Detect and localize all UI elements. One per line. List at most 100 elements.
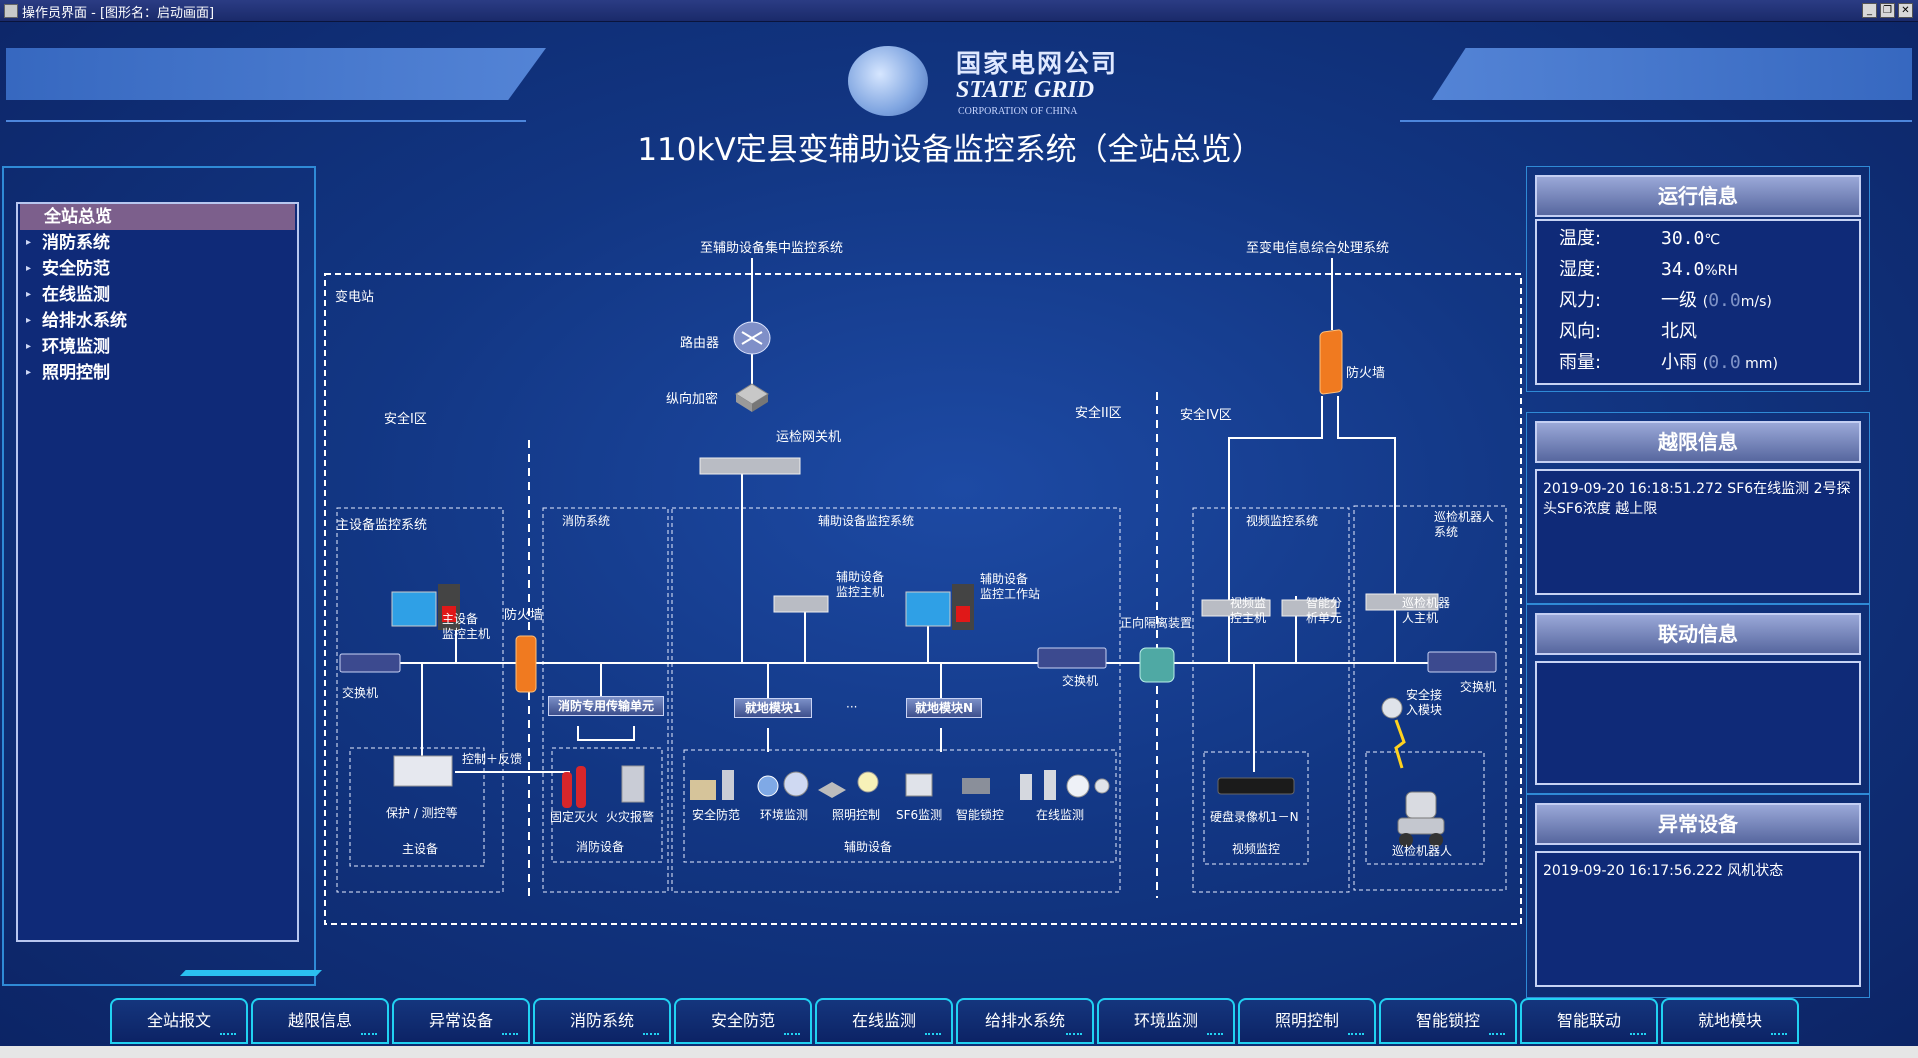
label-video-host: 视频监 控主机 — [1230, 596, 1267, 625]
wind-direction-row: 风向: 北风 — [1559, 320, 1697, 344]
nvr-device-icon — [1217, 777, 1295, 795]
tab-security[interactable]: 安全防范 — [674, 998, 812, 1044]
safe-access-icon — [1381, 697, 1403, 719]
nav-item-fire[interactable]: ▸ 消防系统 — [18, 230, 297, 256]
label-switch-mid: 交换机 — [1062, 674, 1099, 688]
tab-local-module[interactable]: 就地模块 — [1661, 998, 1799, 1044]
tab-water[interactable]: 给排水系统 — [956, 998, 1094, 1044]
nav-item-online[interactable]: ▸在线监测 — [18, 282, 297, 308]
abnormal-message: 2019-09-20 16:17:56.222 风机状态 — [1543, 863, 1784, 879]
local-module-n: 就地模块N — [906, 698, 982, 718]
aux-host-server-icon — [773, 595, 829, 613]
label-main-host: 主设备 监控主机 — [442, 612, 491, 641]
fire-split-line — [577, 726, 635, 741]
dir-label: 风向: — [1559, 321, 1602, 342]
label-smart-lock: 智能锁控 — [956, 808, 1005, 822]
link-info-body[interactable] — [1535, 661, 1861, 785]
label-to-central: 至辅助设备集中监控系统 — [700, 241, 844, 256]
wireless-link-icon — [1394, 719, 1406, 769]
label-firewall-left: 防火墙 — [504, 608, 544, 623]
tab-abnormal[interactable]: 异常设备 — [392, 998, 530, 1044]
label-zone4: 安全IV区 — [1180, 408, 1232, 423]
isolation-device-icon — [1139, 647, 1175, 683]
limit-info-body[interactable]: 2019-09-20 16:18:51.272 SF6在线监测 2号探头SF6浓… — [1535, 469, 1861, 595]
robot-icon — [1397, 791, 1445, 847]
switch-left-icon — [339, 653, 401, 673]
fire-transmission-unit: 消防专用传输单元 — [548, 696, 664, 716]
nav-item-label: 给排水系统 — [42, 311, 127, 331]
rain-value: 小雨 — [1661, 352, 1697, 373]
env-meter-icon — [757, 775, 779, 797]
nav-item-label: 环境监测 — [42, 337, 110, 357]
label-fire-alarm: 火灾报警 — [606, 810, 655, 824]
label-aux-equip: 辅助设备 — [844, 840, 893, 854]
limit-info-message: 2019-09-20 16:18:51.272 SF6在线监测 2号探头SF6浓… — [1543, 481, 1851, 517]
label-gateway: 运检网关机 — [776, 430, 842, 445]
nav-item-water[interactable]: ▸给排水系统 — [18, 308, 297, 334]
tab-lighting[interactable]: 照明控制 — [1238, 998, 1376, 1044]
nav-item-environment[interactable]: ▸环境监测 — [18, 334, 297, 360]
label-fire-sys: 消防系统 — [562, 514, 611, 528]
sensor-icon — [722, 770, 734, 800]
video-sys-box — [1192, 507, 1350, 893]
label-smart-analysis: 智能分 析单元 — [1306, 596, 1343, 625]
hum-value: 34.0 — [1661, 259, 1705, 280]
close-button[interactable]: ✕ — [1898, 3, 1913, 18]
abnormal-panel: 异常设备 2019-09-20 16:17:56.222 风机状态 — [1526, 794, 1870, 998]
label-protect: 保护 / 测控等 — [386, 806, 458, 820]
label-router: 路由器 — [680, 336, 720, 351]
sf6-monitor-icon — [905, 773, 933, 797]
nav-item-label: 消防系统 — [42, 233, 110, 253]
protection-device-icon — [393, 755, 453, 787]
dir-value: 北风 — [1661, 321, 1697, 342]
tab-limit-info[interactable]: 越限信息 — [251, 998, 389, 1044]
nav-item-overview[interactable]: 全站总览 — [20, 204, 295, 230]
temp-label: 温度: — [1559, 228, 1602, 249]
label-aux-ws: 辅助设备 监控工作站 — [980, 572, 1041, 601]
app-icon — [4, 4, 18, 18]
label-aux-sys: 辅助设备监控系统 — [818, 514, 915, 528]
label-encryption: 纵向加密 — [666, 392, 719, 407]
rain-row: 雨量:小雨 (0.0 mm) — [1559, 351, 1778, 375]
nav-deco-bar — [180, 970, 322, 976]
encryption-device-icon — [735, 383, 769, 412]
online-sensor-icon — [1044, 770, 1056, 800]
label-main-equip: 主设备 — [402, 842, 439, 856]
label-zone1: 安全I区 — [384, 412, 427, 427]
label-nvr: 硬盘录像机1－N — [1210, 810, 1299, 824]
expand-icon: ▸ — [26, 263, 32, 274]
tab-online[interactable]: 在线监测 — [815, 998, 953, 1044]
tab-smart-lock[interactable]: 智能锁控 — [1379, 998, 1517, 1044]
label-switch-right: 交换机 — [1460, 680, 1497, 694]
nav-tree: 全站总览 ▸消防系统 ▸安全防范 ▸在线监测 ▸给排水系统 ▸环境监测 ▸照明控… — [16, 202, 299, 942]
label-main-sys: 主设备监控系统 — [336, 518, 428, 533]
expand-icon: ▸ — [26, 367, 32, 378]
nav-item-lighting[interactable]: ▸照明控制 — [18, 360, 297, 386]
tab-smart-linkage[interactable]: 智能联动 — [1520, 998, 1658, 1044]
dial-icon — [1094, 778, 1110, 794]
run-info-body: 温度:30.0℃ 湿度:34.0%RH 风力:一级 (0.0m/s) 风向:北风… — [1535, 219, 1861, 385]
bottom-tab-bar: 全站报文 越限信息 异常设备 消防系统 安全防范 在线监测 给排水系统 环境监测… — [110, 998, 1810, 1046]
firewall-right-icon — [1319, 329, 1343, 395]
label-security: 安全防范 — [692, 808, 741, 822]
label-firewall-right: 防火墙 — [1346, 366, 1386, 381]
run-info-title: 运行信息 — [1535, 175, 1861, 217]
nav-item-security[interactable]: ▸ 安全防范 — [18, 256, 297, 282]
tab-fire[interactable]: 消防系统 — [533, 998, 671, 1044]
tab-station-messages[interactable]: 全站报文 — [110, 998, 248, 1044]
tab-environment[interactable]: 环境监测 — [1097, 998, 1235, 1044]
nav-item-label: 安全防范 — [42, 259, 110, 279]
aux-ws-computer-icon — [905, 584, 974, 630]
restore-button[interactable]: ❐ — [1880, 3, 1895, 18]
label-lighting: 照明控制 — [832, 808, 881, 822]
window-titlebar: 操作员界面 - [图形名：启动画面] _ ❐ ✕ — [0, 0, 1918, 22]
globe-logo-icon — [848, 46, 928, 116]
minimize-button[interactable]: _ — [1862, 3, 1877, 18]
rain-label: 雨量: — [1559, 352, 1602, 373]
nav-item-label: 全站总览 — [44, 207, 112, 227]
main-screen: 国家电网公司 STATE GRID CORPORATION OF CHINA 1… — [0, 22, 1918, 1058]
expand-icon: ▸ — [26, 237, 32, 248]
abnormal-body[interactable]: 2019-09-20 16:17:56.222 风机状态 — [1535, 851, 1861, 987]
temp-value: 30.0 — [1661, 228, 1705, 249]
logo-en-text: STATE GRID — [956, 77, 1095, 103]
